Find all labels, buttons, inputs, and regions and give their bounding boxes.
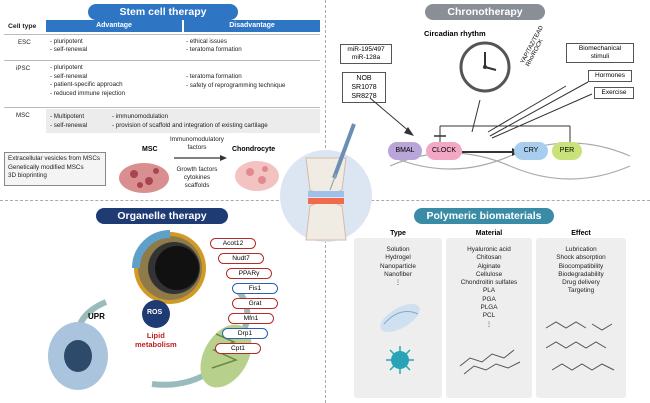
material-item-8: PCL [482, 312, 496, 320]
type-header: Type [390, 230, 406, 237]
msc-advantages: - Multipotent- self-renewal [50, 113, 88, 129]
type-item-4: ⋮ [394, 279, 402, 287]
chitosan-structure [459, 349, 521, 375]
material-item-4: Chondroitin sulfates [460, 279, 518, 287]
esc-disadvantages: - ethical issues- teratoma formation [186, 38, 242, 53]
chondrocyte-illustration [235, 161, 279, 191]
clock-icon [459, 41, 511, 93]
type-item-3: Nanofiber [384, 270, 412, 278]
material-item-2: Alginate [477, 262, 501, 270]
clock-gene: CLOCK [426, 142, 462, 160]
chronotherapy-title: Chronotherapy [425, 4, 545, 20]
circadian-label: Circadian rhythm [424, 29, 486, 38]
upr-label: UPR [88, 312, 105, 321]
organelle-gene-0: Acot12 [210, 238, 256, 249]
msc-row-label: MSC [16, 112, 30, 119]
row-sep [4, 107, 320, 108]
organelle-gene-4: Grat [232, 298, 278, 309]
polymeric-title: Polymeric biomaterials [414, 208, 554, 224]
material-header: Material [475, 230, 503, 237]
per-gene: PER [552, 142, 582, 160]
celltype-header: Cell type [8, 23, 37, 30]
exercise-box: Exercise [594, 87, 634, 99]
row-sep [4, 60, 320, 61]
material-item-3: Cellulose [475, 270, 503, 278]
msc-cells-illustration [119, 163, 169, 193]
effect-header: Effect [571, 230, 591, 237]
material-column-bg [446, 238, 532, 398]
material-item-7: PLGA [480, 304, 498, 312]
advantage-header: Advantage [46, 20, 182, 32]
material-item-6: PGA [482, 295, 496, 303]
effect-item-2: Biocompatibility [558, 262, 604, 270]
ipsc-label: iPSC [16, 65, 31, 72]
effect-item-1: Shock absorption [556, 254, 606, 262]
material-item-0: Hyaluronic acid [467, 246, 511, 253]
pathway-diagram [369, 81, 631, 180]
organelle-gene-3: Fis1 [232, 283, 278, 294]
type-item-1: Hydrogel [385, 254, 411, 262]
structure-formulas [545, 321, 615, 371]
effect-column-bg [536, 238, 626, 398]
disadvantage-header: Disadvantage [184, 20, 320, 32]
hormones-box: Hormones [588, 70, 632, 82]
msc-label: MSC [142, 146, 158, 153]
ipsc-disadvantages: - teratoma formation- safety of reprogra… [186, 73, 286, 89]
knee-joint-illustration [280, 123, 372, 242]
esc-label: ESC [18, 39, 31, 46]
organelle-gene-6: Drp1 [222, 328, 268, 339]
material-item-1: Chitosan [476, 254, 502, 262]
effect-item-5: Targeting [567, 287, 595, 295]
organelle-gene-5: Mfn1 [228, 313, 274, 324]
organelle-diagram [48, 230, 252, 390]
stem-cell-title: Stem cell therapy [88, 4, 238, 20]
arrow-right [174, 155, 227, 161]
organelle-gene-2: PPARγ [226, 268, 272, 279]
ros-label: ROS [147, 309, 163, 316]
type-item-2: Nanoparticle [380, 262, 416, 270]
organelle-gene-7: Cpt1 [215, 343, 261, 354]
ipsc-advantages: - pluripotent- self-renewal- patient-spe… [50, 64, 125, 97]
chondrocyte-label: Chondrocyte [232, 146, 276, 153]
msc-disadvantages: - immunomodulation- provision of scaffol… [112, 113, 268, 129]
nanofiber-illustration [380, 304, 420, 374]
organelle-gene-1: Nudt7 [218, 253, 264, 264]
effect-item-4: Drug delivery [562, 279, 600, 287]
material-item-9: ⋮ [485, 320, 493, 328]
organelle-title: Organelle therapy [96, 208, 228, 224]
type-item-0: Solution [386, 246, 410, 253]
row-sep [4, 34, 320, 35]
effect-item-3: Biodegradability [558, 270, 604, 278]
effect-item-0: Lubrication [565, 246, 597, 253]
cry-gene: CRY [514, 142, 548, 160]
esc-advantages: - pluripotent- self-renewal [50, 38, 88, 53]
material-item-5: PLA [482, 287, 496, 295]
bmal-gene: BMAL [388, 142, 422, 160]
msc-row-bg [46, 109, 320, 133]
